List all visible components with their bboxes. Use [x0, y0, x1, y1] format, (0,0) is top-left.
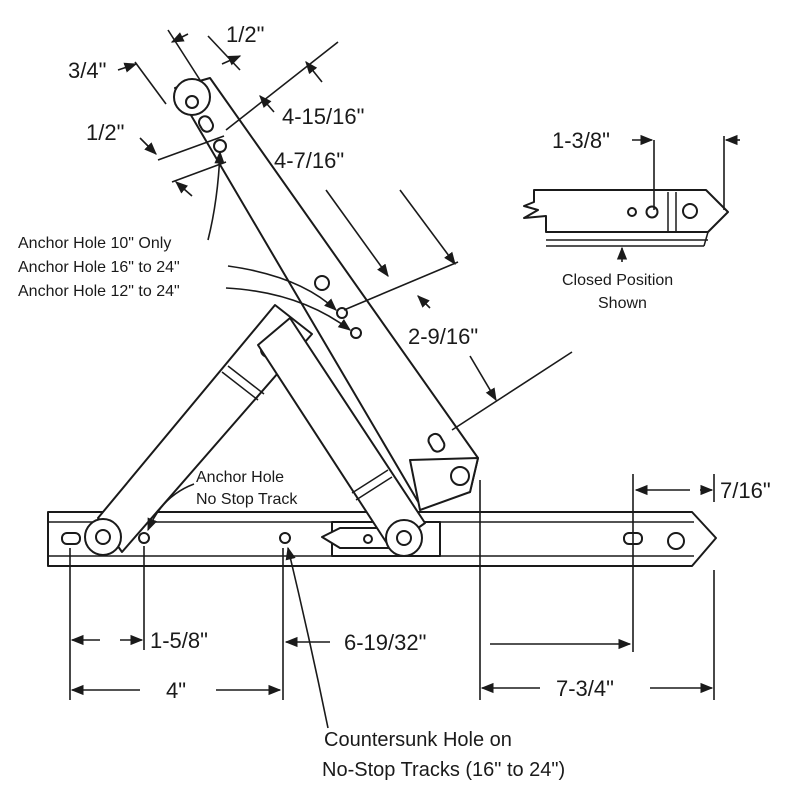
- sash-arm: [173, 77, 479, 511]
- arm-pivot-hole: [95, 529, 111, 545]
- dim-6-19-32: 6-19/32": [344, 630, 426, 655]
- dim-top-half: 1/2": [226, 22, 264, 47]
- anchor-hole-no-stop: [138, 532, 150, 544]
- dim-1-3-8: 1-3/8": [552, 128, 610, 153]
- anchor-hole-10: [213, 139, 227, 153]
- dim-1-5-8: 1-5/8": [150, 628, 208, 653]
- label-anchor-16-24: Anchor Hole 16" to 24": [18, 259, 180, 276]
- label-countersunk-1: Countersunk Hole on: [324, 729, 512, 751]
- dim-7-3-4: 7-3/4": [556, 676, 614, 701]
- countersunk-hole: [279, 532, 291, 544]
- label-anchor-no-stop-1: Anchor Hole: [196, 469, 284, 486]
- closed-position-inset: [523, 189, 729, 247]
- center-link: [257, 317, 426, 557]
- dim-4: 4": [166, 678, 186, 703]
- track-end-hole: [667, 532, 685, 550]
- arm-rivet-mid: [314, 275, 330, 291]
- arm-end-hole: [450, 466, 470, 486]
- slot-hole: [198, 115, 214, 133]
- leader-lines: [147, 150, 352, 729]
- dimension-texts: 1/2" 3/4" 1/2" 4-15/16" 4-7/16" 2-9/16" …: [68, 22, 771, 703]
- dim-7-16: 7/16": [720, 478, 771, 503]
- callout-texts: Anchor Hole 10" Only Anchor Hole 16" to …: [18, 235, 673, 781]
- label-anchor-10: Anchor Hole 10" Only: [18, 235, 171, 252]
- anchor-hole-12-24: [350, 327, 362, 339]
- dim-4-7-16: 4-7/16": [274, 148, 344, 173]
- dim-three-quarter: 3/4": [68, 58, 106, 83]
- label-closed-2: Shown: [598, 295, 647, 312]
- dim-left-half: 1/2": [86, 120, 124, 145]
- arm-slot-lower: [427, 432, 446, 453]
- track-slot-left: [61, 532, 81, 545]
- label-closed-1: Closed Position: [562, 272, 673, 289]
- link-pivot-hole: [396, 530, 412, 546]
- label-anchor-12-24: Anchor Hole 12" to 24": [18, 283, 180, 300]
- dim-4-15-16: 4-15/16": [282, 104, 364, 129]
- label-countersunk-2: No-Stop Tracks (16" to 24"): [322, 759, 565, 781]
- dim-2-9-16: 2-9/16": [408, 324, 478, 349]
- dimension-lines: [69, 29, 740, 700]
- support-arm: [84, 304, 313, 556]
- label-anchor-no-stop-2: No Stop Track: [196, 491, 298, 508]
- top-hole: [185, 95, 199, 109]
